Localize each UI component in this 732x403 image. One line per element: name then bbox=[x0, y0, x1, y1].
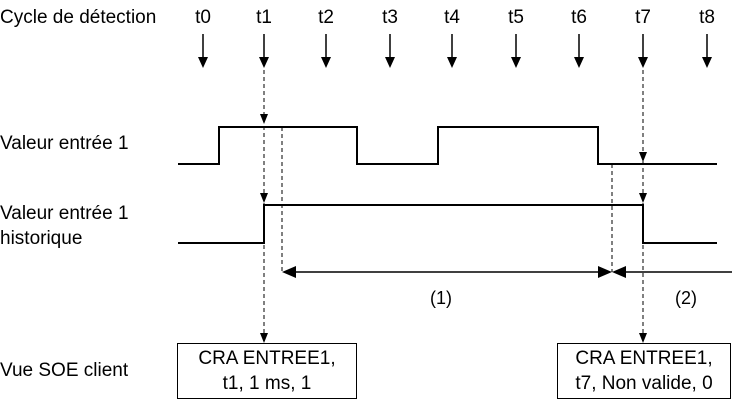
interval-1-arrow bbox=[282, 266, 612, 278]
interval-1-label: (1) bbox=[430, 288, 452, 308]
tick-label-t3: t3 bbox=[382, 7, 398, 28]
input-history-label-line1: Valeur entrée 1 bbox=[0, 203, 129, 224]
soe-view-label: Vue SOE client bbox=[0, 360, 129, 381]
input-value-waveform bbox=[178, 126, 717, 165]
detection-cycle-arrows bbox=[198, 34, 712, 68]
tick-label-t1: t1 bbox=[256, 7, 272, 28]
tick-label-t0: t0 bbox=[195, 7, 211, 28]
sample-arrowhead-t7-box bbox=[639, 333, 647, 343]
tick-label-t8: t8 bbox=[699, 7, 715, 28]
sample-arrowhead-t1-box bbox=[260, 333, 268, 343]
tick-label-t5: t5 bbox=[508, 7, 524, 28]
soe-event-box-t7: CRA ENTREE1, t7, Non valide, 0 bbox=[557, 343, 731, 399]
soe-event-t7-line2: t7, Non valide, 0 bbox=[575, 373, 713, 394]
sample-arrowhead-t7-lower bbox=[639, 193, 647, 203]
soe-event-t1-line1: CRA ENTREE1, bbox=[198, 348, 336, 369]
soe-event-box-t1: CRA ENTREE1, t1, 1 ms, 1 bbox=[177, 343, 357, 399]
input-history-label-line2: historique bbox=[0, 228, 83, 249]
sample-arrowhead-t1-upper bbox=[260, 114, 268, 124]
tick-label-t6: t6 bbox=[571, 7, 587, 28]
sample-arrowhead-t1-lower bbox=[260, 193, 268, 203]
tick-label-t4: t4 bbox=[444, 7, 460, 28]
tick-label-t7: t7 bbox=[635, 7, 651, 28]
soe-event-t7-line1: CRA ENTREE1, bbox=[575, 348, 713, 369]
tick-label-t2: t2 bbox=[318, 7, 334, 28]
input-history-waveform bbox=[178, 204, 717, 244]
soe-event-t1-line2: t1, 1 ms, 1 bbox=[222, 373, 312, 394]
interval-2-arrow bbox=[612, 266, 732, 278]
sample-arrowhead-t7-upper bbox=[639, 152, 647, 162]
input-value-label: Valeur entrée 1 bbox=[0, 133, 129, 154]
interval-2-label: (2) bbox=[675, 288, 697, 308]
detection-cycle-label: Cycle de détection bbox=[0, 7, 157, 28]
